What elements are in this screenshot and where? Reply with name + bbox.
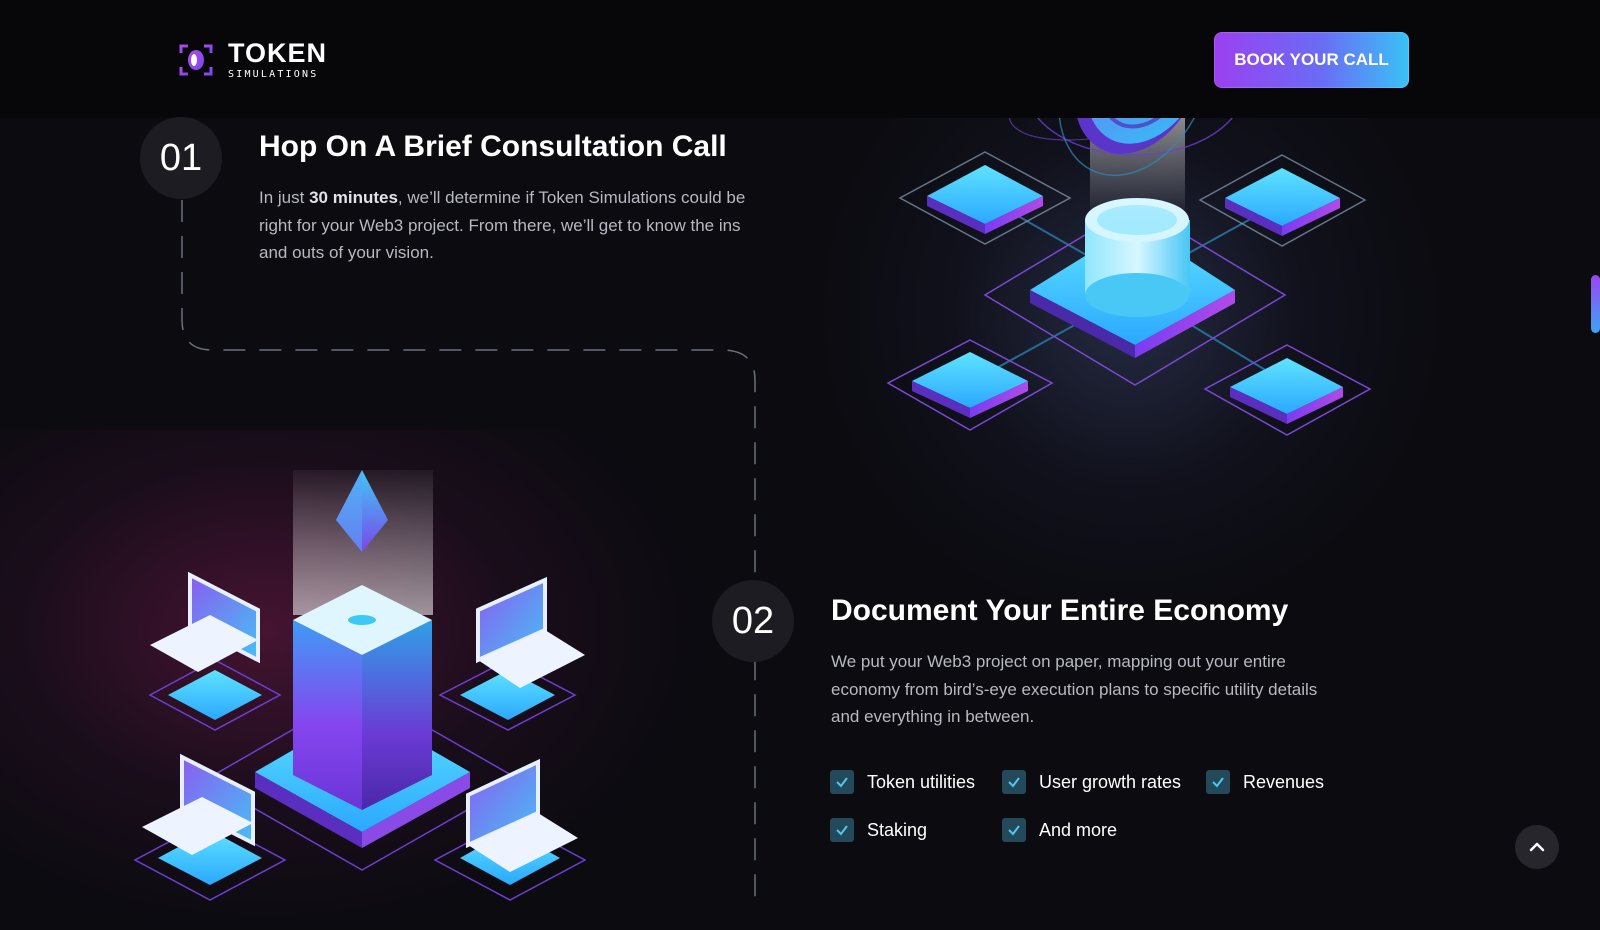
- check-icon: [830, 770, 854, 794]
- checklist-item: User growth rates: [1002, 770, 1181, 794]
- check-icon: [1002, 818, 1026, 842]
- step-number-badge: 01: [140, 117, 222, 199]
- step-number-badge: 02: [712, 580, 794, 662]
- site-header: TOKEN SIMULATIONS BOOK YOUR CALL: [0, 0, 1600, 118]
- logo-title: TOKEN: [228, 38, 328, 68]
- checklist-item: Revenues: [1206, 770, 1324, 794]
- book-call-button[interactable]: BOOK YOUR CALL: [1214, 32, 1409, 88]
- ethereum-laptops-network-illustration: [133, 470, 587, 901]
- checklist-item: And more: [1002, 818, 1117, 842]
- checklist-item: Staking: [830, 818, 927, 842]
- bracket-eye-logo-icon: [179, 44, 213, 76]
- checklist-item: Token utilities: [830, 770, 975, 794]
- highlight-duration: 30 minutes: [309, 188, 398, 207]
- chevron-up-icon: [1529, 842, 1545, 852]
- step-description: We put your Web3 project on paper, mappi…: [831, 652, 1318, 726]
- check-icon: [1206, 770, 1230, 794]
- laptop-group: [133, 571, 587, 901]
- scrollbar-thumb[interactable]: [1591, 275, 1600, 333]
- step-title: Hop On A Brief Consultation Call: [259, 130, 727, 163]
- check-icon: [1002, 770, 1026, 794]
- check-icon: [830, 818, 854, 842]
- step-title: Document Your Entire Economy: [831, 594, 1289, 627]
- scroll-to-top-button[interactable]: [1515, 825, 1559, 869]
- site-logo[interactable]: TOKEN SIMULATIONS: [178, 40, 327, 80]
- logo-subtitle: SIMULATIONS: [228, 69, 319, 80]
- step-description: In just 30 minutes, we’ll determine if T…: [259, 188, 746, 262]
